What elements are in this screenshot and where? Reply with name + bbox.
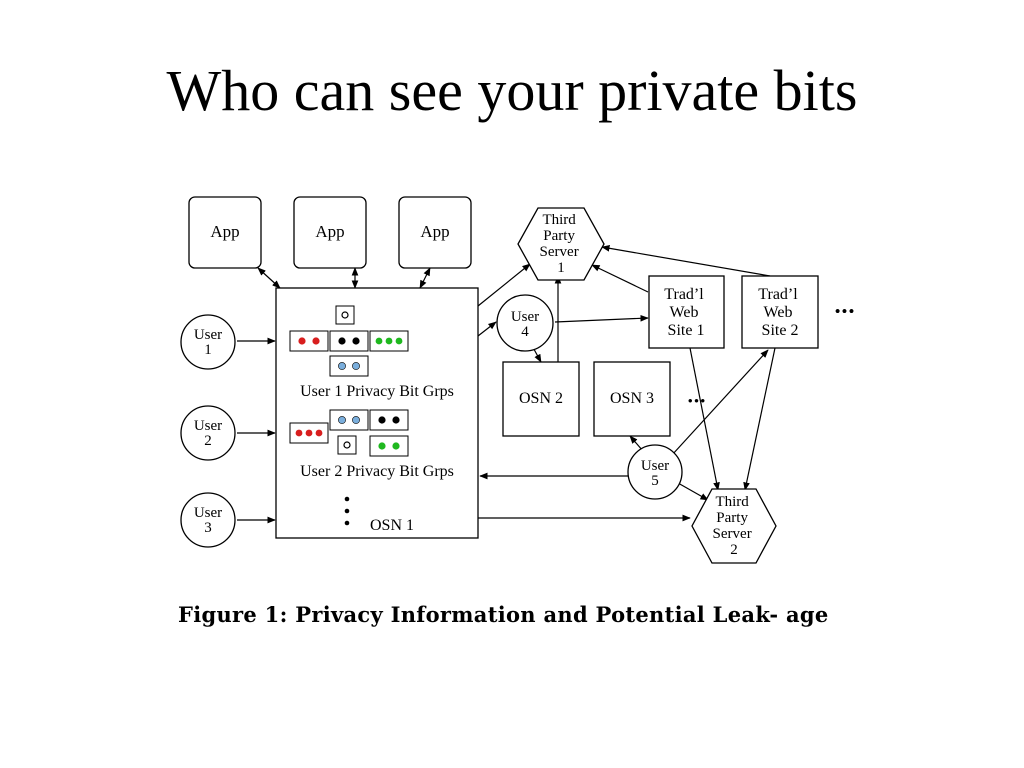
- connector-osn1-tp1: [477, 263, 531, 307]
- bit-dot: [341, 311, 349, 319]
- app-box-2: App: [293, 196, 367, 269]
- user1-bit-groups-label: User 1 Privacy Bit Grps: [300, 383, 454, 400]
- bit-dot: [315, 429, 323, 437]
- web-site-1-label: Trad’l Web Site 1: [664, 286, 707, 339]
- osn2-box: OSN 2: [502, 361, 580, 437]
- web-site-2-box: Trad’l Web Site 2: [741, 275, 819, 349]
- connector-app1-osn1: [257, 267, 281, 289]
- slide-title: Who can see your private bits: [166, 58, 858, 123]
- figure-caption: Figure 1: Privacy Information and Potent…: [178, 602, 829, 627]
- bit-dot: [343, 441, 351, 449]
- vertical-ellipsis: [344, 496, 350, 526]
- connector-user5-tp2: [677, 482, 709, 501]
- app-label: App: [315, 222, 344, 241]
- web-site-2-label: Trad’l Web Site 2: [758, 286, 801, 339]
- connector-user5-web2: [671, 349, 769, 456]
- bit-dot: [378, 442, 386, 450]
- bit-dot: [352, 416, 360, 424]
- bit-dot: [352, 337, 360, 345]
- connector-web1-tp1: [591, 264, 649, 293]
- connector-web2-tp1: [601, 244, 771, 277]
- third-party-server-2: Third Party Server 2: [691, 488, 777, 564]
- connector-web1-tp2: [689, 347, 720, 491]
- bit-dot: [295, 429, 303, 437]
- user2-bit-groups-label: User 2 Privacy Bit Grps: [300, 463, 454, 480]
- bit-dot: [385, 337, 393, 345]
- osn2-label: OSN 2: [519, 390, 563, 407]
- bit-dot: [392, 442, 400, 450]
- app-box-1: App: [188, 196, 262, 269]
- web-site-1-box: Trad’l Web Site 1: [648, 275, 725, 349]
- web-site-ellipsis: •••: [835, 302, 856, 321]
- bit-dot: [338, 416, 346, 424]
- osn1-label: OSN 1: [370, 517, 414, 534]
- bit-dot: [395, 337, 403, 345]
- osn3-label: OSN 3: [610, 390, 654, 407]
- bit-dot: [298, 337, 306, 345]
- bit-dot: [375, 337, 383, 345]
- bit-dot: [312, 337, 320, 345]
- bit-dot: [338, 337, 346, 345]
- user1-privacy-bit-groups: User 1 Privacy Bit Grps: [289, 305, 454, 400]
- app-label: App: [420, 222, 449, 241]
- connector-web2-tp2: [743, 347, 776, 491]
- osn1-box: User 1 Privacy Bit Grps User 2 Privacy B…: [275, 287, 479, 539]
- osn3-box: OSN 3: [593, 361, 671, 437]
- connector-user4-web1: [554, 314, 649, 323]
- app-box-3: App: [398, 196, 472, 269]
- third-party-server-2-label: Third Party Server 2: [713, 494, 756, 558]
- osn-ellipsis: •••: [688, 394, 707, 410]
- connector-osn1-user4: [477, 321, 497, 337]
- user2-privacy-bit-groups: User 2 Privacy Bit Grps: [289, 409, 454, 480]
- bit-dot: [305, 429, 313, 437]
- bit-dot: [392, 416, 400, 424]
- connector-app3-osn1: [419, 267, 431, 289]
- bit-dot: [352, 362, 360, 370]
- third-party-server-1-label: Third Party Server 1: [540, 212, 583, 276]
- bit-dot: [378, 416, 386, 424]
- app-label: App: [210, 222, 239, 241]
- third-party-server-1: Third Party Server 1: [517, 207, 605, 281]
- bit-dot: [338, 362, 346, 370]
